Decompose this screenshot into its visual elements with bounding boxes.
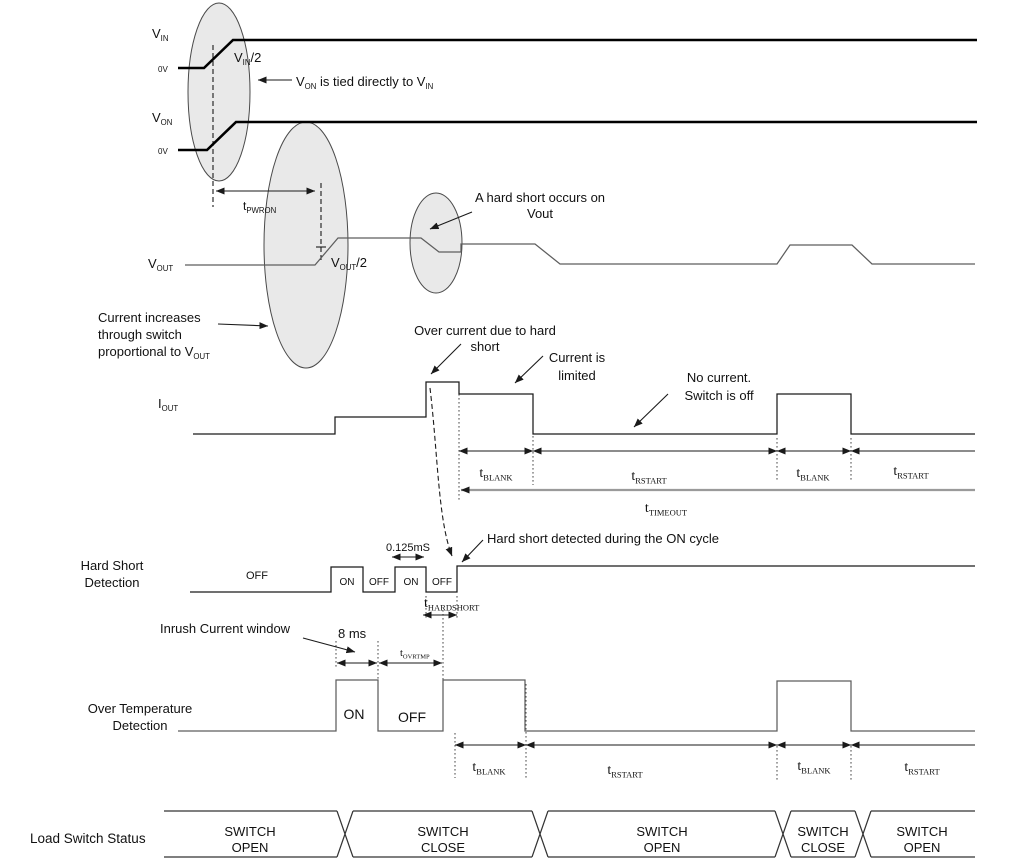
von-waveform xyxy=(178,120,977,152)
vout-waveform xyxy=(185,237,975,266)
hard-short-vout-annotation-line1: A hard short occurs on xyxy=(475,190,605,205)
iout-label: IOUT xyxy=(158,396,178,413)
annotation-arrows xyxy=(217,76,669,654)
t-hardshort-label: tHARDSHORT xyxy=(424,596,480,613)
lss-seg2-line1: SWITCH xyxy=(417,824,468,839)
inrush-time-label: 8 ms xyxy=(338,626,367,641)
von-tied-annotation: VON is tied directly to VIN xyxy=(296,74,433,91)
t-ovrtmp-label: tOVRTMP xyxy=(400,648,430,661)
bus-crossovers xyxy=(336,810,872,858)
vout-label: VOUT xyxy=(148,256,173,273)
hsd-state-off-3: OFF xyxy=(432,577,452,588)
highlight-ellipse-vin-von-ramp xyxy=(187,2,251,182)
t-rstart-label-4: tRSTART xyxy=(904,760,940,777)
inrush-window-arrow xyxy=(302,637,356,654)
current-increases-line1: Current increases xyxy=(98,310,201,325)
lss-seg2-line2: CLOSE xyxy=(421,840,465,855)
lss-seg4-line1: SWITCH xyxy=(797,824,848,839)
no-current-arrow xyxy=(633,393,669,428)
no-current-line2: Switch is off xyxy=(684,388,754,403)
t-rstart-label-1: tRSTART xyxy=(631,469,667,486)
load-switch-status-bus xyxy=(164,810,975,858)
t-blank-label-1: tBLANK xyxy=(479,466,513,483)
current-increases-line2: through switch xyxy=(98,327,182,342)
hsd-state-on-2: ON xyxy=(404,577,419,588)
von-label: VON xyxy=(152,110,172,127)
current-limited-line2: limited xyxy=(558,368,596,383)
vin-zero-label: 0V xyxy=(158,65,168,74)
labels: VIN 0V VIN/2 VON is tied directly to VIN… xyxy=(30,26,948,855)
over-temperature-waveform xyxy=(178,679,975,732)
otd-state-off: OFF xyxy=(398,709,426,725)
over-current-arrow xyxy=(430,343,462,375)
t-blank-label-2: tBLANK xyxy=(796,466,830,483)
t-rstart-label-2: tRSTART xyxy=(893,464,929,481)
current-increases-line3: proportional to VOUT xyxy=(98,344,210,361)
lss-seg1-line2: OPEN xyxy=(232,840,269,855)
current-limited-arrow xyxy=(514,355,544,384)
over-current-line1: Over current due to hard xyxy=(414,323,556,338)
highlight-ellipse-vout-ramp xyxy=(263,121,349,369)
lss-seg4-line2: CLOSE xyxy=(801,840,845,855)
vin-half-label: VIN/2 xyxy=(234,50,261,67)
otd-label-line2: Detection xyxy=(113,718,168,733)
highlight-ellipse-hard-short xyxy=(409,192,463,294)
t-rstart-label-3: tRSTART xyxy=(607,763,643,780)
lss-seg5-line1: SWITCH xyxy=(896,824,947,839)
vin-waveform xyxy=(178,38,977,70)
hard-short-vout-arrow xyxy=(429,211,473,230)
load-switch-status-label: Load Switch Status xyxy=(30,831,146,846)
no-current-line1: No current. xyxy=(687,370,751,385)
vin-label: VIN xyxy=(152,26,168,43)
hsd-label-line1: Hard Short xyxy=(81,558,144,573)
t-timeout-label: tTIMEOUT xyxy=(645,501,688,518)
von-zero-label: 0V xyxy=(158,147,168,156)
hsd-state-on-1: ON xyxy=(340,577,355,588)
lss-seg1-line1: SWITCH xyxy=(224,824,275,839)
timing-dimension-lines xyxy=(215,187,975,749)
guide-lines xyxy=(212,45,852,780)
hard-short-vout-annotation-line2: Vout xyxy=(527,206,553,221)
t-pwron-label: tPWRON xyxy=(243,199,276,215)
inrush-window-annotation: Inrush Current window xyxy=(160,621,291,636)
t-blank-label-3: tBLANK xyxy=(472,760,506,777)
over-current-line2: short xyxy=(471,339,500,354)
overcurrent-to-detect-dashed-curve xyxy=(429,387,453,557)
hsd-state-off-long: OFF xyxy=(246,570,268,582)
lss-seg5-line2: OPEN xyxy=(904,840,941,855)
waveforms xyxy=(178,38,977,732)
hsd-label-line2: Detection xyxy=(85,575,140,590)
current-increases-arrow xyxy=(217,322,269,330)
hard-short-detection-waveform xyxy=(190,565,975,593)
current-limited-line1: Current is xyxy=(549,350,606,365)
highlight-ellipses xyxy=(187,2,463,369)
otd-state-on: ON xyxy=(344,706,365,722)
otd-label-line1: Over Temperature xyxy=(88,701,193,716)
vout-half-label: VOUT/2 xyxy=(331,255,367,272)
iout-waveform xyxy=(193,381,975,435)
pulse-width-label: 0.125mS xyxy=(386,542,430,554)
lss-seg3-line1: SWITCH xyxy=(636,824,687,839)
hsd-state-off-2: OFF xyxy=(369,577,389,588)
t-blank-label-4: tBLANK xyxy=(797,759,831,776)
lss-seg3-line2: OPEN xyxy=(644,840,681,855)
hard-short-detected-arrow xyxy=(461,539,484,563)
hard-short-detected-annotation: Hard short detected during the ON cycle xyxy=(487,531,719,546)
